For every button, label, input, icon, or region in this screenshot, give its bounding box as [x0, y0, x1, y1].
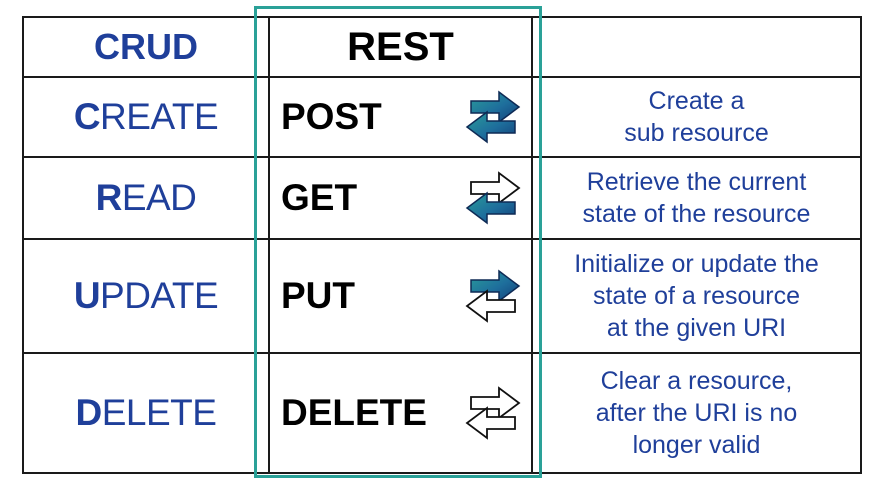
- desc-line: Retrieve the current: [586, 168, 807, 196]
- crud-remainder: PDATE: [100, 275, 219, 316]
- desc-line: state of a resource: [592, 282, 801, 310]
- rest-cell-post: POST: [268, 76, 533, 158]
- description-update: Initialize or update the state of a reso…: [531, 238, 862, 354]
- desc-line: sub resource: [624, 119, 769, 147]
- table-row-create: CREATE POST Create a sub resource: [22, 76, 862, 158]
- bidirectional-arrows-icon: [465, 386, 521, 440]
- http-verb-get: GET: [281, 177, 358, 218]
- desc-line: after the URI is no: [595, 399, 798, 427]
- title-fragment-left: —: [8, 0, 48, 14]
- http-verb-put: PUT: [281, 275, 355, 316]
- description-delete: Clear a resource, after the URI is no lo…: [531, 352, 862, 474]
- desc-line: at the given URI: [606, 314, 787, 342]
- description-header: [531, 16, 862, 78]
- description-read: Retrieve the current state of the resour…: [531, 156, 862, 240]
- crud-initial: D: [75, 392, 103, 433]
- title-fragment-right: —: [118, 0, 158, 14]
- table-row-update: UPDATE PUT Initialize or update the stat…: [22, 238, 862, 354]
- bidirectional-arrows-icon: [465, 90, 521, 144]
- crud-operation-delete: DELETE: [22, 352, 270, 474]
- arrow-right-icon: [470, 386, 521, 420]
- desc-line: Initialize or update the: [574, 250, 819, 278]
- crud-rest-table: CRUD REST CREATE POST Create a sub resou…: [22, 16, 862, 474]
- http-verb-post: POST: [281, 96, 382, 137]
- rest-cell-delete: DELETE: [268, 352, 533, 474]
- header-row: CRUD REST: [22, 16, 862, 78]
- crud-remainder: EAD: [121, 177, 197, 218]
- rest-cell-put: PUT: [268, 238, 533, 354]
- desc-line: Clear a resource,: [600, 367, 793, 395]
- crud-operation-update: UPDATE: [22, 238, 270, 354]
- http-verb-delete: DELETE: [281, 392, 427, 433]
- crud-operation-create: CREATE: [22, 76, 270, 158]
- arrow-left-icon: [465, 191, 516, 225]
- arrow-left-icon: [465, 406, 516, 440]
- arrow-left-icon: [465, 289, 516, 323]
- crud-initial: C: [73, 96, 101, 137]
- arrow-right-icon: [470, 90, 521, 124]
- table-row-read: READ GET Retrieve the current state of t…: [22, 156, 862, 240]
- rest-cell-get: GET: [268, 156, 533, 240]
- bidirectional-arrows-icon: [465, 269, 521, 323]
- crud-operation-read: READ: [22, 156, 270, 240]
- rest-header: REST: [268, 16, 533, 78]
- crud-initial: U: [73, 275, 101, 316]
- clipped-title-fragment: — —: [0, 0, 880, 14]
- desc-line: state of the resource: [582, 200, 811, 228]
- crud-header: CRUD: [22, 16, 270, 78]
- arrow-right-icon: [470, 269, 521, 303]
- desc-line: longer valid: [632, 431, 761, 459]
- crud-initial: R: [95, 177, 123, 218]
- arrow-right-icon: [470, 171, 521, 205]
- desc-line: Create a: [648, 87, 745, 115]
- crud-remainder: ELETE: [101, 392, 217, 433]
- table-row-delete: DELETE DELETE Clear a resource, after th…: [22, 352, 862, 474]
- arrow-left-icon: [465, 110, 516, 144]
- bidirectional-arrows-icon: [465, 171, 521, 225]
- crud-remainder: REATE: [100, 96, 219, 137]
- description-create: Create a sub resource: [531, 76, 862, 158]
